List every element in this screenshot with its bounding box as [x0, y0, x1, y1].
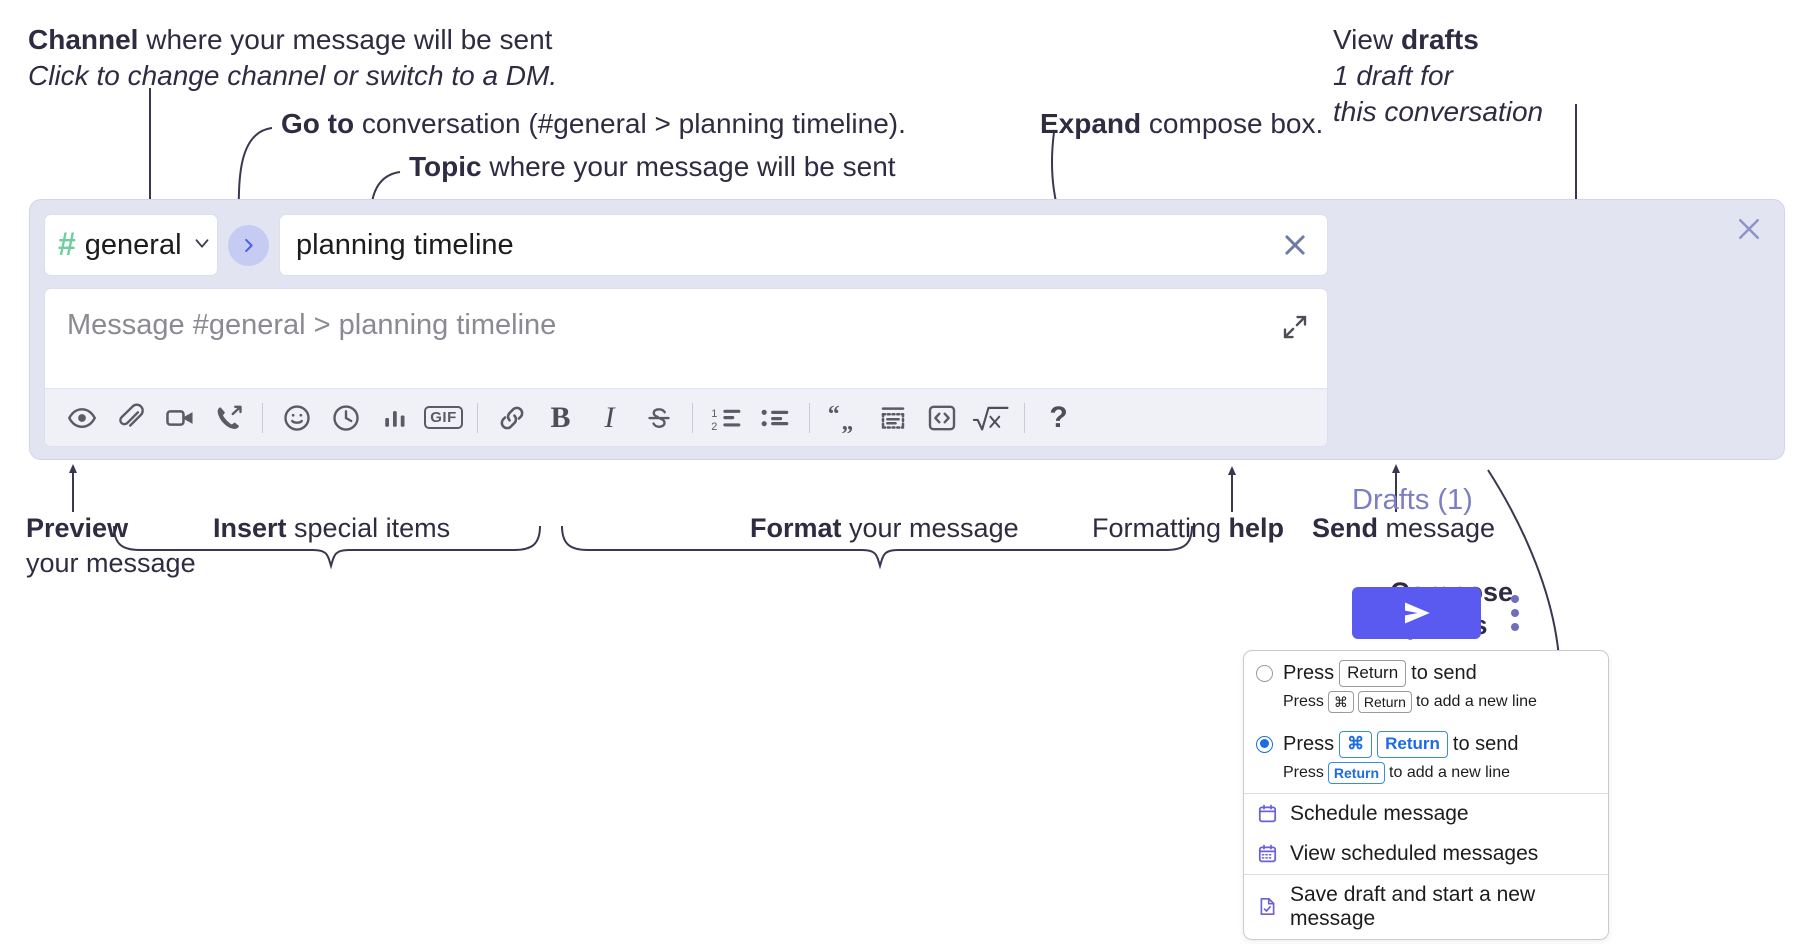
menu-item-view-scheduled[interactable]: View scheduled messages [1244, 834, 1608, 874]
option-main-row: Press ⌘ Return to send [1283, 730, 1519, 758]
code-icon[interactable] [917, 395, 966, 441]
goto-conversation-button[interactable] [228, 224, 269, 266]
channel-selector[interactable]: # general [44, 214, 218, 276]
toolbar-separator [477, 402, 478, 433]
svg-text:2: 2 [711, 421, 717, 433]
compose-options-button[interactable] [1501, 590, 1529, 636]
compose-main: # general planning timeline [44, 214, 1328, 447]
menu-item-save-draft[interactable]: Save draft and start a new message [1244, 875, 1608, 939]
menu-item-label: View scheduled messages [1290, 841, 1539, 865]
blockquote-icon[interactable]: “ „ [819, 395, 868, 441]
annotation-preview: Preview your message [26, 513, 196, 578]
toolbar-separator [809, 402, 810, 433]
svg-text:„: „ [841, 409, 853, 433]
calendar-grid-icon [1256, 843, 1278, 865]
option-sub-row: Press ⌘ Return to add a new line [1244, 689, 1608, 722]
chevron-right-icon [245, 238, 253, 252]
menu-item-label: Schedule message [1290, 801, 1469, 825]
key-return: Return [1377, 730, 1448, 758]
preview-icon[interactable] [57, 395, 106, 441]
svg-text:1: 1 [711, 407, 717, 419]
option-sub-row: Press Return to add a new line [1244, 760, 1608, 793]
audio-call-icon[interactable] [204, 395, 253, 441]
gif-icon[interactable]: GIF [419, 395, 468, 441]
toolbar-separator [1024, 402, 1025, 433]
annotation-topic: Topic where your message will be sent [409, 151, 896, 182]
compose-panel: # general planning timeline [29, 199, 1785, 639]
attachment-icon[interactable] [106, 395, 155, 441]
toolbar-separator [262, 402, 263, 433]
annotation-goto: Go to conversation (#general > planning … [281, 108, 906, 139]
topic-value: planning timeline [296, 228, 514, 261]
hash-icon: # [58, 226, 76, 262]
expand-compose-icon[interactable] [1279, 311, 1311, 343]
annotation-channel: Channel where your message will be sent … [28, 24, 558, 91]
strikethrough-icon[interactable] [634, 395, 683, 441]
close-icon[interactable] [1732, 212, 1766, 246]
key-return: Return [1327, 761, 1386, 784]
compose-header-row: # general planning timeline [44, 214, 1328, 276]
topic-input[interactable]: planning timeline [279, 214, 1328, 276]
channel-name: general [84, 228, 182, 261]
annotation-expand: Expand compose box. [1040, 108, 1324, 139]
annotation-formatting-help: Formatting help [1092, 513, 1285, 543]
ordered-list-icon[interactable]: 1 2 [702, 395, 751, 441]
video-icon[interactable] [155, 395, 204, 441]
radio-selected[interactable] [1256, 735, 1273, 753]
message-placeholder: Message #general > planning timeline [67, 309, 557, 341]
emoji-icon[interactable] [272, 395, 321, 441]
chevron-down-icon [191, 232, 213, 259]
key-return: Return [1357, 690, 1412, 713]
annotation-drafts: View drafts 1 draft for this conversatio… [1333, 24, 1544, 127]
math-icon[interactable] [966, 395, 1015, 441]
message-input-wrapper[interactable]: Message #general > planning timeline [44, 288, 1328, 447]
key-command: ⌘ [1327, 690, 1354, 713]
bulleted-list-icon[interactable] [751, 395, 800, 441]
clear-topic-icon[interactable] [1277, 227, 1313, 263]
menu-divider [1244, 873, 1608, 875]
poll-icon[interactable] [370, 395, 419, 441]
send-option-cmd-return[interactable]: Press ⌘ Return to send [1244, 722, 1608, 760]
send-icon [1404, 602, 1430, 624]
key-command: ⌘ [1339, 730, 1373, 758]
annotation-insert: Insert special items [213, 513, 451, 543]
svg-text:“: “ [827, 403, 839, 428]
code-block-icon[interactable] [868, 395, 917, 441]
drafts-link[interactable]: Drafts (1) [1352, 484, 1473, 516]
send-option-return[interactable]: Press Return to send [1244, 651, 1608, 689]
key-return: Return [1339, 660, 1407, 687]
radio-unselected[interactable] [1256, 665, 1273, 682]
calendar-schedule-icon [1256, 803, 1278, 825]
italic-icon[interactable]: I [604, 400, 615, 434]
menu-divider [1244, 792, 1608, 794]
bold-icon[interactable]: B [550, 400, 571, 434]
send-button[interactable] [1352, 587, 1481, 639]
clock-icon[interactable] [321, 395, 370, 441]
annotation-send: Send message [1312, 513, 1496, 543]
option-main-row: Press Return to send [1283, 660, 1477, 687]
link-icon[interactable] [487, 395, 536, 441]
annotation-format: Format your message [750, 513, 1019, 543]
menu-item-schedule-message[interactable]: Schedule message [1244, 794, 1608, 834]
toolbar-separator [692, 402, 693, 433]
compose-toolbar: GIF B I [45, 388, 1327, 446]
help-icon[interactable]: ? [1049, 400, 1068, 434]
menu-item-label: Save draft and start a new message [1290, 882, 1536, 930]
save-draft-icon [1256, 896, 1278, 918]
compose-options-menu: Press Return to send Press ⌘ Return to a… [1243, 650, 1609, 940]
